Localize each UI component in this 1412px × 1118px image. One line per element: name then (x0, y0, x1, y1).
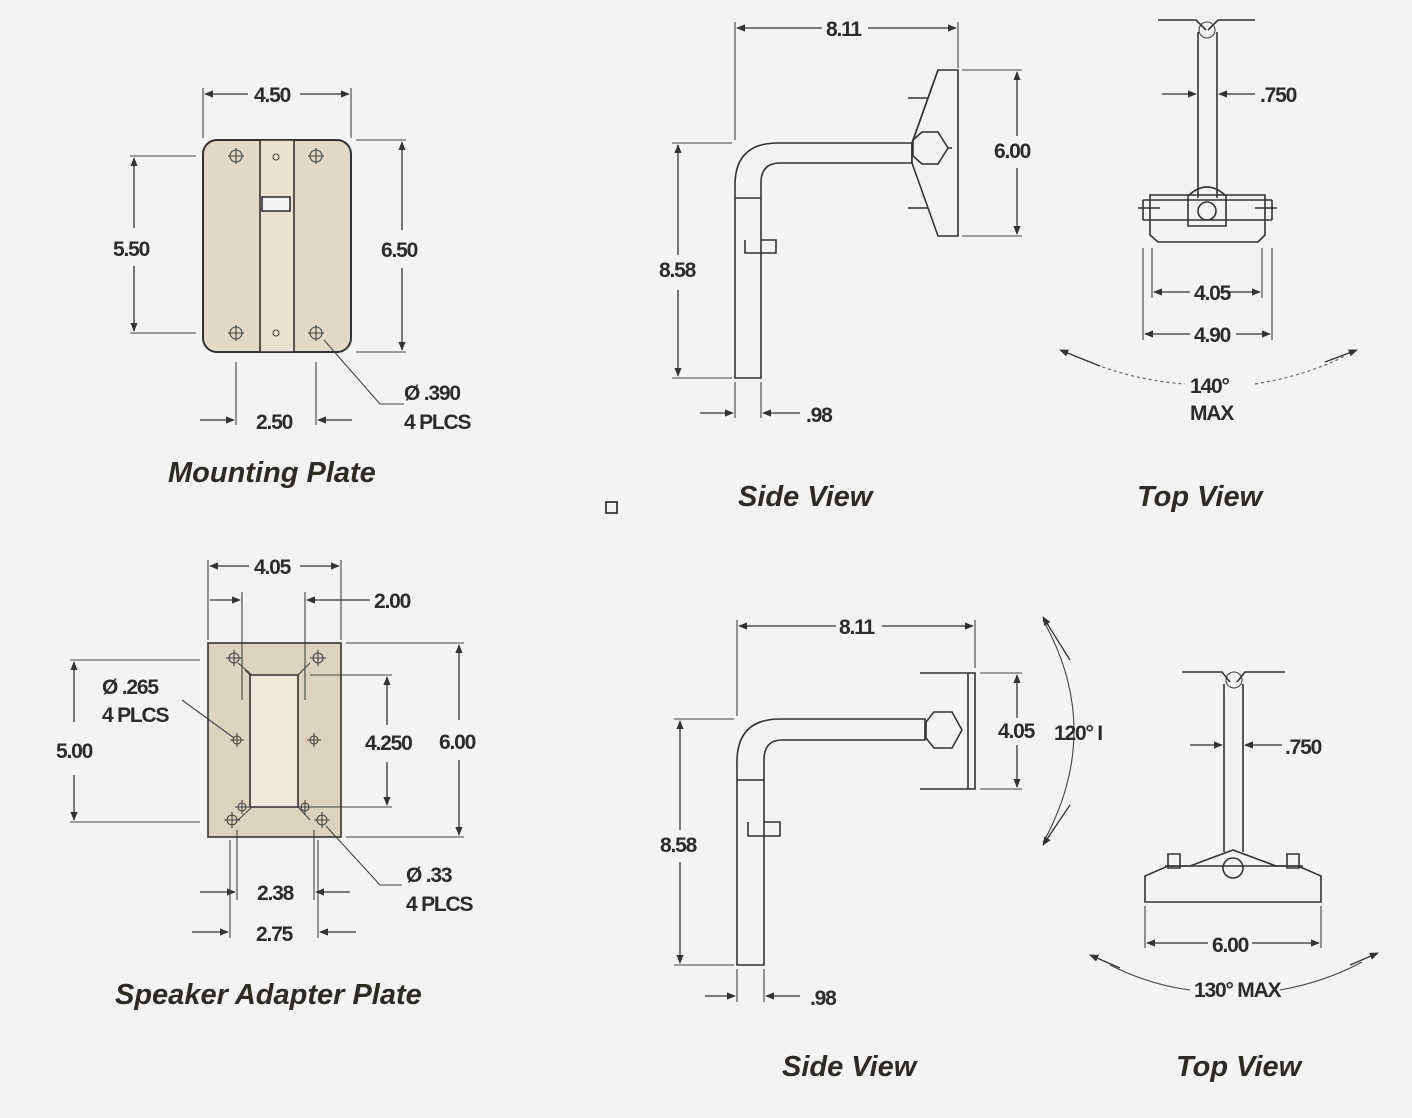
mp-hole-span-v-label: 5.50 (113, 238, 150, 261)
tv1-stem-label: .750 (1260, 84, 1297, 107)
sv2-drop-label: 8.58 (660, 834, 698, 857)
sp-slot-offset-label: 2.00 (374, 590, 411, 613)
sp-span-b-label: 2.75 (256, 923, 294, 946)
mp-height-label: 6.50 (381, 239, 418, 262)
sv2-tilt-label: 120° I (1054, 722, 1102, 745)
mp-width-label: 4.50 (254, 84, 291, 107)
sv2-tube-label: .98 (810, 987, 837, 1010)
mounting-plate-title: Mounting Plate (168, 457, 376, 489)
tv1-swing-note-label: MAX (1190, 402, 1234, 425)
top-view-2-title: Top View (1176, 1051, 1304, 1083)
tv2-swing-label: 130° MAX (1194, 979, 1282, 1002)
sp-hole-qty-label: 4 PLCS (102, 704, 170, 727)
tv1-inner-label: 4.05 (1194, 282, 1232, 305)
sp-outer-hole-qty-label: 4 PLCS (406, 893, 474, 916)
mp-hole-qty-label: 4 PLCS (404, 411, 472, 434)
mounting-plate-drawing (130, 88, 406, 425)
sp-outer-hole-dia-label: Ø .33 (406, 864, 452, 887)
tv1-outer-label: 4.90 (1194, 324, 1231, 347)
side-view-2-title: Side View (782, 1051, 919, 1083)
sp-span-a-label: 2.38 (257, 882, 295, 905)
side-view-1-drawing (672, 22, 1022, 418)
sv1-drop-label: 8.58 (659, 259, 697, 282)
tv1-swing-angle-label: 140° (1190, 375, 1229, 398)
side-view-2-drawing (674, 616, 1075, 1002)
sv1-tube-label: .98 (806, 404, 833, 427)
sp-width-label: 4.05 (254, 556, 292, 579)
sp-hole-dia-label: Ø .265 (102, 676, 159, 699)
speaker-adapter-plate-drawing (70, 560, 464, 938)
mp-hole-dia-label: Ø .390 (404, 382, 460, 405)
top-view-1-title: Top View (1137, 481, 1265, 513)
sv2-plate-height-label: 4.05 (998, 720, 1036, 743)
sv1-plate-height-label: 6.00 (994, 140, 1031, 163)
speaker-adapter-plate-title: Speaker Adapter Plate (115, 979, 422, 1011)
side-view-1-title: Side View (738, 481, 875, 513)
marker-square (605, 501, 618, 514)
mp-hole-span-h-label: 2.50 (256, 411, 293, 434)
sv2-reach-label: 8.11 (839, 616, 875, 639)
top-view-1-drawing (1059, 19, 1358, 385)
tv2-width-label: 6.00 (1212, 934, 1249, 957)
sp-inner-height-label: 4.250 (365, 732, 412, 755)
tv2-stem-label: .750 (1285, 736, 1322, 759)
top-view-2-drawing (1089, 671, 1379, 991)
sv1-reach-label: 8.11 (826, 18, 862, 41)
sp-hole-span-v-label: 5.00 (56, 740, 93, 763)
sp-height-label: 6.00 (439, 731, 476, 754)
